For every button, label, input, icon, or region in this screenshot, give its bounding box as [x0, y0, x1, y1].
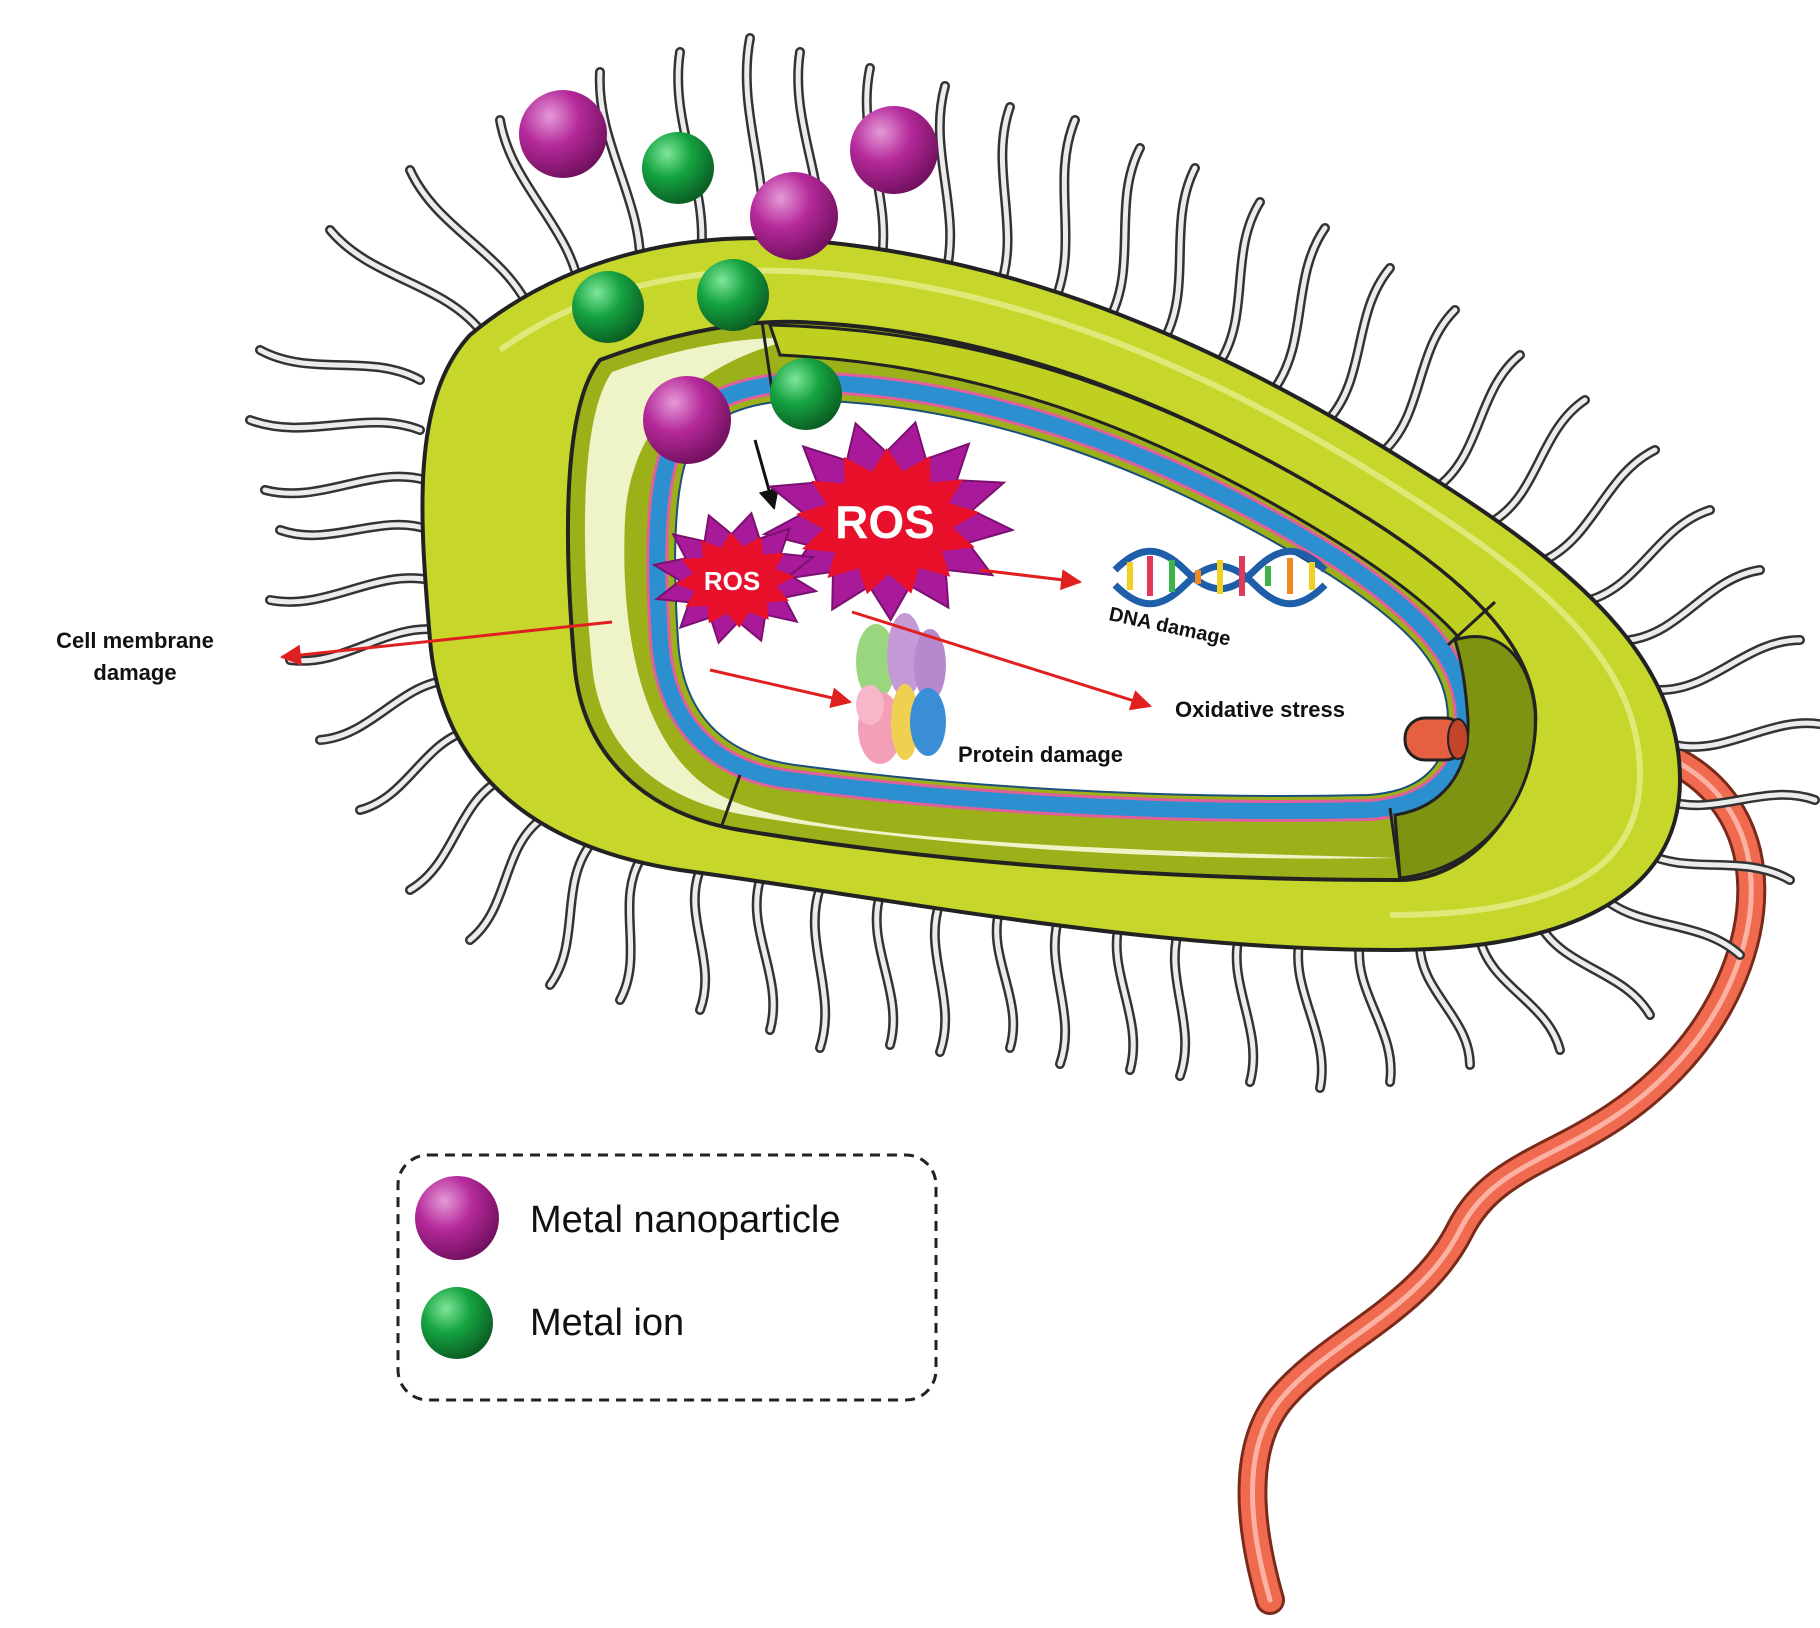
pilus-strand-core — [277, 522, 433, 538]
wall-divider — [760, 321, 774, 391]
ros-burst-small: ROS — [651, 511, 819, 645]
pilus-strand-core — [407, 167, 533, 313]
entry-arrow — [753, 439, 780, 511]
pilus-strand-core — [1437, 352, 1523, 488]
pili — [245, 33, 1820, 1093]
protein-damage-label: Protein damage — [958, 742, 1123, 767]
legend-label-ion: Metal ion — [530, 1302, 684, 1344]
metal-ion — [770, 358, 842, 430]
pilus-strand-core — [1542, 447, 1658, 563]
ros-label-small: ROS — [704, 566, 760, 596]
pilus-strand-core — [1272, 225, 1328, 391]
pilus-strand-core — [1587, 507, 1713, 603]
pilus-strand-core — [467, 817, 543, 943]
inner-membrane-blue — [649, 373, 1474, 819]
pilus-strand-core — [1052, 911, 1068, 1067]
pilus-strand-core — [692, 867, 708, 1013]
metal-nanoparticle-icon — [415, 1176, 499, 1260]
pilus-strand-core — [257, 347, 423, 383]
pilus-strand-core — [1537, 922, 1653, 1018]
cell-body — [420, 236, 1683, 953]
metal-nanoparticle — [850, 106, 938, 194]
cell-membrane-damage-label-line2: damage — [93, 660, 176, 685]
pilus-strand-core — [1492, 397, 1588, 523]
pilus-strand-core — [1356, 939, 1394, 1085]
pilus-strand-core — [1217, 199, 1263, 365]
pilus-strand-core — [754, 877, 776, 1033]
wall-divider — [720, 774, 742, 826]
flagellum — [1237, 735, 1767, 1615]
pilus-strand-core — [932, 899, 948, 1055]
pilus-strand-core — [1327, 265, 1393, 421]
arrow-to-protein-damage — [709, 668, 853, 709]
pilus-strand-core — [1052, 117, 1078, 303]
metal-nanoparticle — [643, 376, 731, 464]
pilus-strand-core — [994, 905, 1016, 1051]
pilus-strand-core — [1382, 307, 1458, 453]
pilus-strand-core — [1657, 637, 1803, 693]
pilus-strand-core — [812, 885, 828, 1051]
ros-burst-large: ROS — [761, 420, 1016, 622]
pilus-strand-core — [547, 842, 593, 988]
metal-nanoparticle — [750, 172, 838, 260]
pilus-strand-core — [1234, 929, 1256, 1085]
pilus-strand-core — [1662, 792, 1818, 808]
pilus-strand-core — [597, 69, 643, 275]
legend-label-nanoparticle: Metal nanoparticle — [530, 1199, 841, 1241]
pilus-strand-core — [1107, 145, 1143, 321]
pilus-strand-core — [407, 777, 503, 893]
pilus-strand-core — [327, 227, 483, 333]
pilus-strand-core — [1172, 923, 1188, 1079]
pilus-strand-core — [247, 417, 423, 433]
pilus-strand-core — [1627, 567, 1763, 643]
pilus-strand-core — [1477, 937, 1563, 1053]
arrow-to-dna-damage — [979, 568, 1083, 591]
pilus-strand-core — [874, 892, 896, 1048]
protein-cluster-icon — [856, 613, 946, 764]
pilus-strand-core — [267, 575, 433, 605]
pilus-strand-core — [1597, 892, 1743, 958]
pilus-strand-core — [1295, 935, 1325, 1091]
pilus-strand-core — [497, 117, 583, 293]
oxidative-stress-label: Oxidative stress — [1175, 697, 1345, 722]
pilus-strand-core — [262, 474, 428, 496]
wall-divider — [1446, 600, 1497, 647]
pilus-strand-core — [1672, 720, 1820, 750]
metal-ion — [642, 132, 714, 204]
dna-helix-icon — [1112, 547, 1328, 608]
cell-wall-right-cap — [1393, 635, 1537, 880]
arrow-to-oxidative-stress — [851, 610, 1153, 711]
pilus-strand-core — [287, 626, 443, 664]
metal-ion-icon — [421, 1287, 493, 1359]
particles — [519, 90, 938, 464]
metal-nanoparticle — [519, 90, 607, 178]
metal-ion — [697, 259, 769, 331]
pilus-strand-core — [1162, 165, 1198, 341]
cell-membrane-damage-label-line1: Cell membrane — [56, 628, 214, 653]
pilus-strand-core — [1114, 917, 1136, 1073]
arrow-to-cell-membrane-damage — [279, 620, 613, 666]
ros-label-large: ROS — [835, 496, 935, 548]
pilus-strand-core — [937, 83, 953, 279]
pilus-strand-core — [997, 104, 1013, 290]
flagellum-motor — [1403, 716, 1469, 762]
legend-box — [396, 1153, 938, 1402]
legend: Metal nanoparticle Metal ion — [396, 1153, 938, 1402]
pilus-strand-core — [617, 857, 643, 1003]
metal-ion — [572, 271, 644, 343]
pilus-strand-core — [1417, 942, 1473, 1068]
pilus-strand-core — [317, 677, 453, 743]
